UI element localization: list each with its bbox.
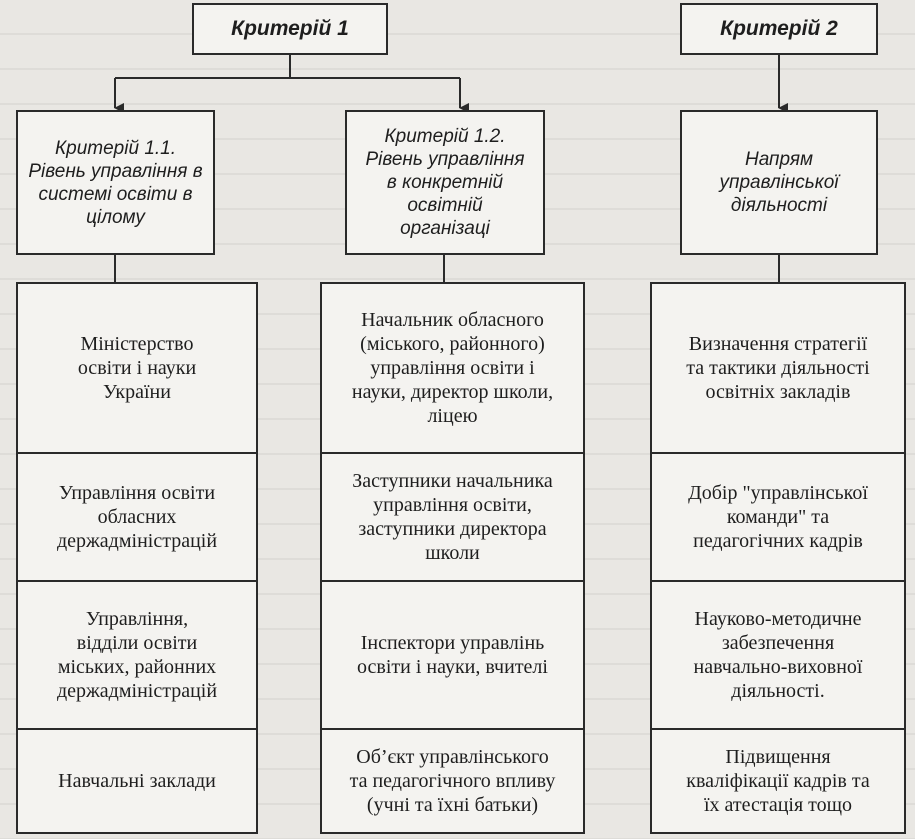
column-middle: Начальник обласного (міського, районного… <box>320 282 585 834</box>
right-cell-1: Визначення стратегії та тактики діяльнос… <box>686 333 870 403</box>
criterion-1-2-label: Критерій 1.2. Рівень управління в конкре… <box>365 126 525 239</box>
middle-cell-2: Заступники начальника управління освіти,… <box>322 452 583 580</box>
right-cell-2: Добір "управлінської команди" та педагог… <box>652 452 904 580</box>
middle-cell-1: Начальник обласного (міського, районного… <box>351 309 554 427</box>
criterion-2-label: Критерій 2 <box>720 17 838 40</box>
criterion-1-label: Критерій 1 <box>231 17 349 40</box>
left-cell-3: Управління, відділи освіти міських, райо… <box>18 580 256 728</box>
column-left: Міністерство освіти і науки України Упра… <box>16 282 258 834</box>
column-right: Визначення стратегії та тактики діяльнос… <box>650 282 906 834</box>
right-cell-4: Підвищення кваліфікації кадрів та їх ате… <box>652 728 904 832</box>
left-cell-1: Міністерство освіти і науки України <box>77 333 197 403</box>
direction-label: Напрям управлінської діяльності <box>719 149 839 216</box>
middle-cell-4: Об’єкт управлінського та педагогічного в… <box>322 728 583 832</box>
criterion-1-box: Критерій 1 <box>192 3 388 55</box>
right-cell-3: Науково-методичне забезпечення навчально… <box>652 580 904 728</box>
criterion-1-1-label: Критерій 1.1. Рівень управління в систем… <box>28 137 203 228</box>
left-cell-2: Управління освіти обласних держадміністр… <box>18 452 256 580</box>
left-cell-4: Навчальні заклади <box>18 728 256 832</box>
criterion-1-2-box: Критерій 1.2. Рівень управління в конкре… <box>345 110 545 255</box>
direction-box: Напрям управлінської діяльності <box>680 110 878 255</box>
criterion-1-1-box: Критерій 1.1. Рівень управління в систем… <box>16 110 215 255</box>
criterion-2-box: Критерій 2 <box>680 3 878 55</box>
middle-cell-3: Інспектори управлінь освіти і науки, вчи… <box>322 580 583 728</box>
